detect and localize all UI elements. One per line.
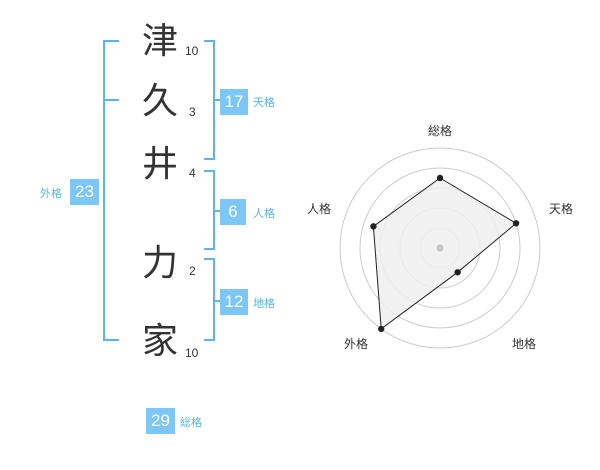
soukaku-value: 29 (146, 408, 175, 434)
name-char-3: 井 (141, 144, 178, 185)
name-char-2: 久 (141, 81, 178, 122)
radar-center-dot (436, 244, 444, 252)
tenkaku-value: 17 (220, 89, 248, 115)
name-char-1: 津 (141, 21, 178, 62)
radar-points (370, 174, 520, 333)
radar-axis-label-gaikaku: 外格 (344, 336, 368, 351)
radar-point (370, 223, 377, 230)
radar-series-polygon (372, 177, 517, 330)
gaikaku-value: 23 (70, 179, 99, 205)
name-char-4: 力 (141, 243, 178, 284)
jinkaku-label: 人格 (253, 207, 275, 220)
stroke-count-4: 2 (189, 264, 196, 278)
stroke-count-2: 3 (189, 105, 196, 119)
stroke-count-1: 10 (185, 44, 199, 58)
stroke-count-5: 10 (185, 346, 199, 360)
chikaku-value: 12 (220, 289, 248, 315)
radar-ring (359, 167, 521, 329)
radar-point (512, 220, 520, 227)
radar-axis-label-jinkaku: 人格 (307, 201, 331, 216)
radar-axis-label-tenkaku: 天格 (549, 201, 573, 216)
stroke-count-3: 4 (189, 166, 196, 180)
gaikaku-label: 外格 (40, 187, 62, 200)
name-char-5: 家 (141, 321, 178, 362)
chikaku-label: 地格 (253, 297, 275, 310)
radar-axis-label-chikaku: 地格 (512, 336, 536, 351)
radar-point (454, 269, 461, 276)
soukaku-label: 総格 (180, 416, 202, 429)
radar-axis-label-soukaku: 総格 (428, 123, 452, 138)
jinkaku-value: 6 (220, 199, 246, 225)
radar-point (378, 325, 385, 333)
tenkaku-label: 天格 (253, 96, 275, 109)
radar-point (436, 174, 444, 182)
